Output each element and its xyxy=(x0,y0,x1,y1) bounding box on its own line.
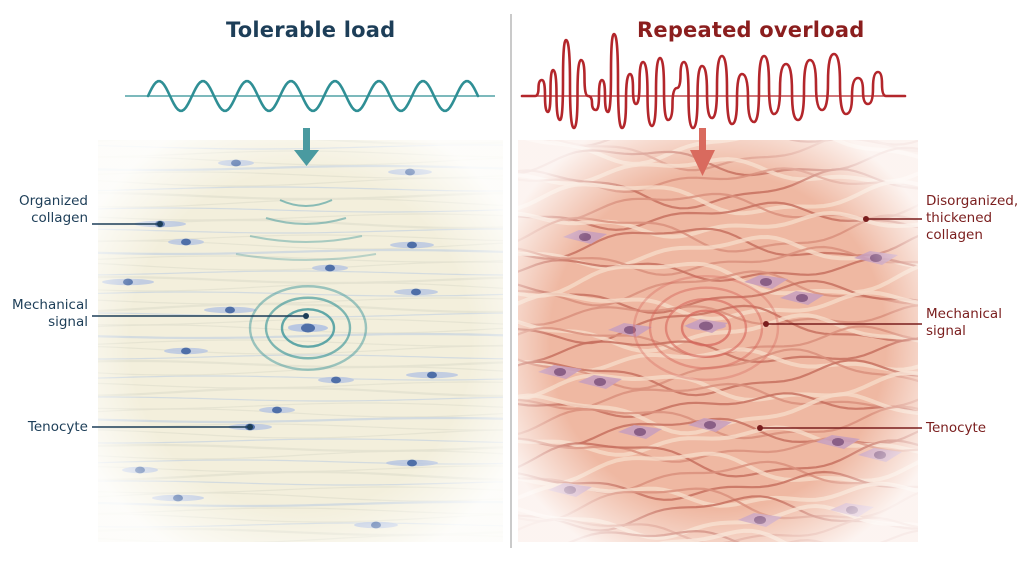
label-line: thickened xyxy=(926,210,993,226)
left-tissue-fade xyxy=(98,140,503,542)
label-left-tenocyte: Tenocyte xyxy=(0,419,88,436)
left-mechanical-signal-rings xyxy=(235,199,377,371)
signal-arc xyxy=(235,253,377,261)
label-line: collagen xyxy=(31,210,88,226)
left-load-wave xyxy=(146,79,480,113)
signal-ring xyxy=(664,298,748,359)
label-line: Mechanical xyxy=(12,297,88,313)
right-mechanical-signal-rings xyxy=(632,274,780,382)
label-right-mechanical-signal: Mechanical signal xyxy=(926,306,1022,340)
right-leader-dots xyxy=(757,216,869,431)
label-organized-collagen: Organized collagen xyxy=(0,193,88,227)
right-panel-title: Repeated overload xyxy=(637,18,865,42)
right-overload-wave xyxy=(520,32,907,130)
right-tissue-fade xyxy=(518,140,918,542)
label-left-mechanical-signal: Mechanical signal xyxy=(0,297,88,331)
left-down-arrow xyxy=(294,128,319,166)
left-leader-dots xyxy=(157,221,309,430)
left-leader-lines xyxy=(92,223,306,428)
label-line: signal xyxy=(48,314,88,330)
signal-ring xyxy=(264,296,352,360)
signal-ring xyxy=(248,285,368,371)
tenocyte-nucleus xyxy=(699,321,713,331)
label-right-tenocyte: Tenocyte xyxy=(926,420,1022,437)
label-disorganized-collagen: Disorganized, thickened collagen xyxy=(926,193,1022,244)
right-leader-lines xyxy=(760,218,922,429)
label-line: Tenocyte xyxy=(926,420,987,436)
signal-ring xyxy=(632,274,780,382)
signal-ring xyxy=(280,308,336,348)
right-down-arrow xyxy=(690,128,715,176)
label-line: signal xyxy=(926,323,966,339)
left-panel-title: Tolerable load xyxy=(226,18,396,42)
collagen-fiber xyxy=(787,538,825,542)
signal-ring xyxy=(648,286,764,370)
label-line: collagen xyxy=(926,227,983,243)
signal-arc xyxy=(279,199,333,207)
signal-arc xyxy=(249,235,363,243)
label-line: Disorganized, xyxy=(926,193,1019,209)
label-line: Organized xyxy=(18,193,88,209)
tenocyte-nucleus xyxy=(301,323,315,333)
label-line: Tenocyte xyxy=(27,419,88,435)
signal-ring xyxy=(680,309,732,347)
label-line: Mechanical xyxy=(926,306,1002,322)
signal-arc xyxy=(265,217,347,225)
